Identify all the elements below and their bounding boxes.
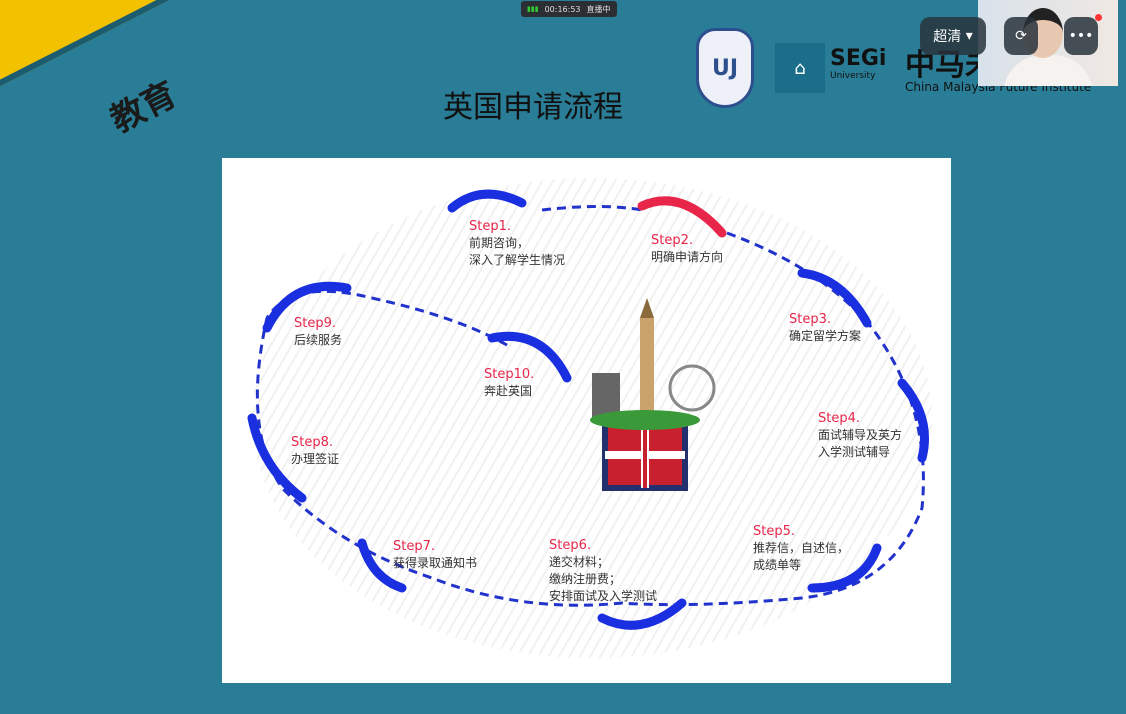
arrow-step8 xyxy=(247,413,307,503)
step-5: Step5.推荐信，自述信，成绩单等 xyxy=(753,524,850,572)
arrow-step5 xyxy=(807,543,882,593)
live-time: 00:16:53 xyxy=(544,4,581,14)
more-button[interactable]: ••• xyxy=(1064,17,1098,55)
arrow-step2 xyxy=(637,196,727,238)
arrow-step4 xyxy=(897,378,929,463)
london-suitcase-illustration xyxy=(590,298,716,491)
step-4: Step4.面试辅导及英方入学测试辅导 xyxy=(818,411,903,459)
rotate-button[interactable]: ⟳ xyxy=(1004,17,1038,55)
live-status-bar: ▮▮▮ 00:16:53 直播中 xyxy=(521,1,617,17)
category-label: 教育 xyxy=(104,74,183,141)
slide-content: Step1.前期咨询，深入了解学生情况 Step2.明确申请方向 Step3.确… xyxy=(222,158,951,683)
university-of-sanya-logo: UJ xyxy=(696,28,754,108)
arrow-step10 xyxy=(487,331,572,383)
step-8: Step8.办理签证 xyxy=(291,435,340,466)
arrow-step1 xyxy=(447,189,527,213)
category-banner xyxy=(0,0,468,130)
arrow-step9 xyxy=(262,281,352,333)
signal-icon: ▮▮▮ xyxy=(527,5,539,13)
arrow-step7 xyxy=(357,538,407,593)
flow-diagram xyxy=(247,189,929,630)
step-9: Step9.后续服务 xyxy=(294,316,343,347)
arrow-step3 xyxy=(797,268,872,328)
quality-dropdown[interactable]: 超清 ▾ xyxy=(920,17,986,55)
notification-dot xyxy=(1095,14,1102,21)
live-status: 直播中 xyxy=(586,4,611,14)
step-2: Step2.明确申请方向 xyxy=(651,233,724,264)
step-3: Step3.确定留学方案 xyxy=(789,312,862,343)
page-title: 英国申请流程 xyxy=(443,90,623,125)
segi-logo-icon: ⌂ xyxy=(775,43,825,93)
arrow-step6 xyxy=(597,598,687,630)
step-7: Step7.获得录取通知书 xyxy=(393,539,478,570)
step-1: Step1.前期咨询，深入了解学生情况 xyxy=(469,219,566,267)
step-10: Step10.奔赴英国 xyxy=(484,367,535,398)
step-6: Step6.递交材料；缴纳注册费；安排面试及入学测试 xyxy=(549,538,658,603)
rotate-icon: ⟳ xyxy=(1015,28,1027,44)
